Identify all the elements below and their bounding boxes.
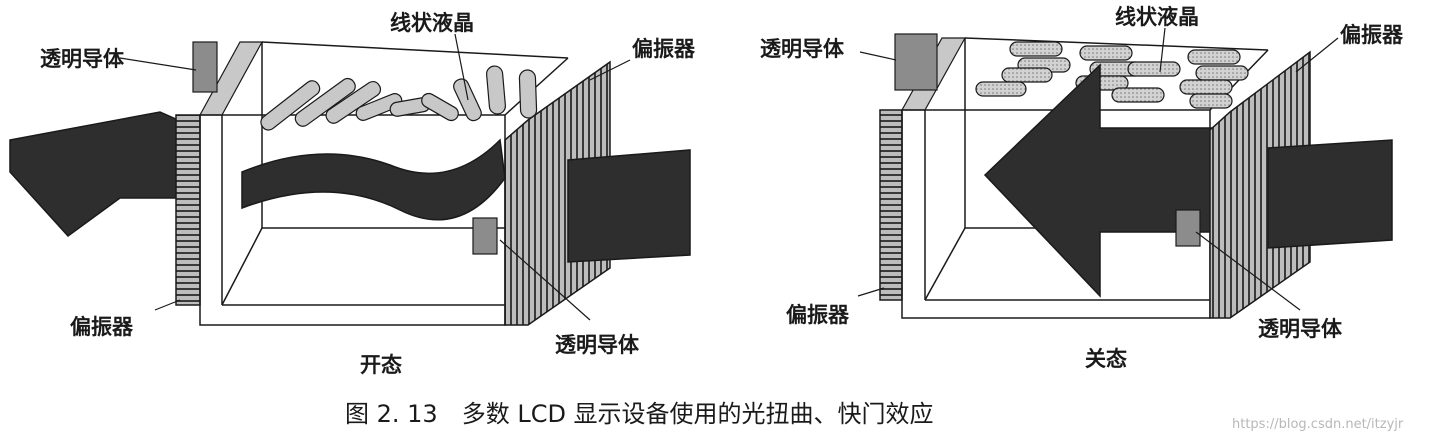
right-label-polarizer-top: 偏振器	[1340, 23, 1404, 47]
left-rear-conductor-block	[472, 217, 498, 255]
right-front-polarizer	[879, 109, 903, 301]
figure-caption: 图 2. 13 多数 LCD 显示设备使用的光扭曲、快门效应	[345, 400, 934, 428]
left-callout-lines	[119, 33, 631, 321]
left-twisted-light-band	[241, 138, 506, 221]
right-rear-conductor-block	[1175, 209, 1201, 247]
right-label-transparent-conductor-bottom: 透明导体	[1258, 317, 1343, 341]
right-rear-polarizer	[1209, 50, 1311, 319]
right-label-transparent-conductor-top: 透明导体	[760, 37, 845, 61]
left-outgoing-light-block	[567, 149, 691, 263]
left-label-transparent-conductor-top: 透明导体	[40, 47, 125, 71]
left-label-liquid-crystal: 线状液晶	[390, 11, 474, 35]
right-label-liquid-crystal: 线状液晶	[1115, 5, 1199, 29]
right-incoming-light-block	[1267, 139, 1393, 249]
left-liquid-crystal-rods	[260, 65, 538, 131]
right-label-polarizer-bottom: 偏振器	[786, 303, 850, 327]
right-liquid-crystal-rods	[975, 41, 1249, 109]
left-incoming-light-arrow	[9, 111, 179, 238]
right-state-label: 关态	[1085, 347, 1127, 371]
right-callout-lines	[857, 27, 1339, 311]
left-label-polarizer-bottom: 偏振器	[70, 315, 134, 339]
right-conductor-block	[894, 33, 938, 91]
left-front-polarizer	[175, 114, 201, 306]
left-panel-on-state: 透明导体 线状液晶 偏振器 偏振器 透明导体 开态	[9, 11, 696, 377]
left-label-transparent-conductor-bottom: 透明导体	[555, 333, 640, 357]
left-state-label: 开态	[360, 353, 402, 377]
right-blocked-light-arrow	[983, 63, 1226, 298]
left-label-polarizer-top: 偏振器	[632, 37, 696, 61]
right-panel-off-state: 透明导体 线状液晶 偏振器 偏振器 透明导体 关态	[760, 5, 1404, 371]
watermark: https://blog.csdn.net/itzyjr	[1232, 417, 1404, 432]
left-conductor-block	[192, 41, 218, 93]
